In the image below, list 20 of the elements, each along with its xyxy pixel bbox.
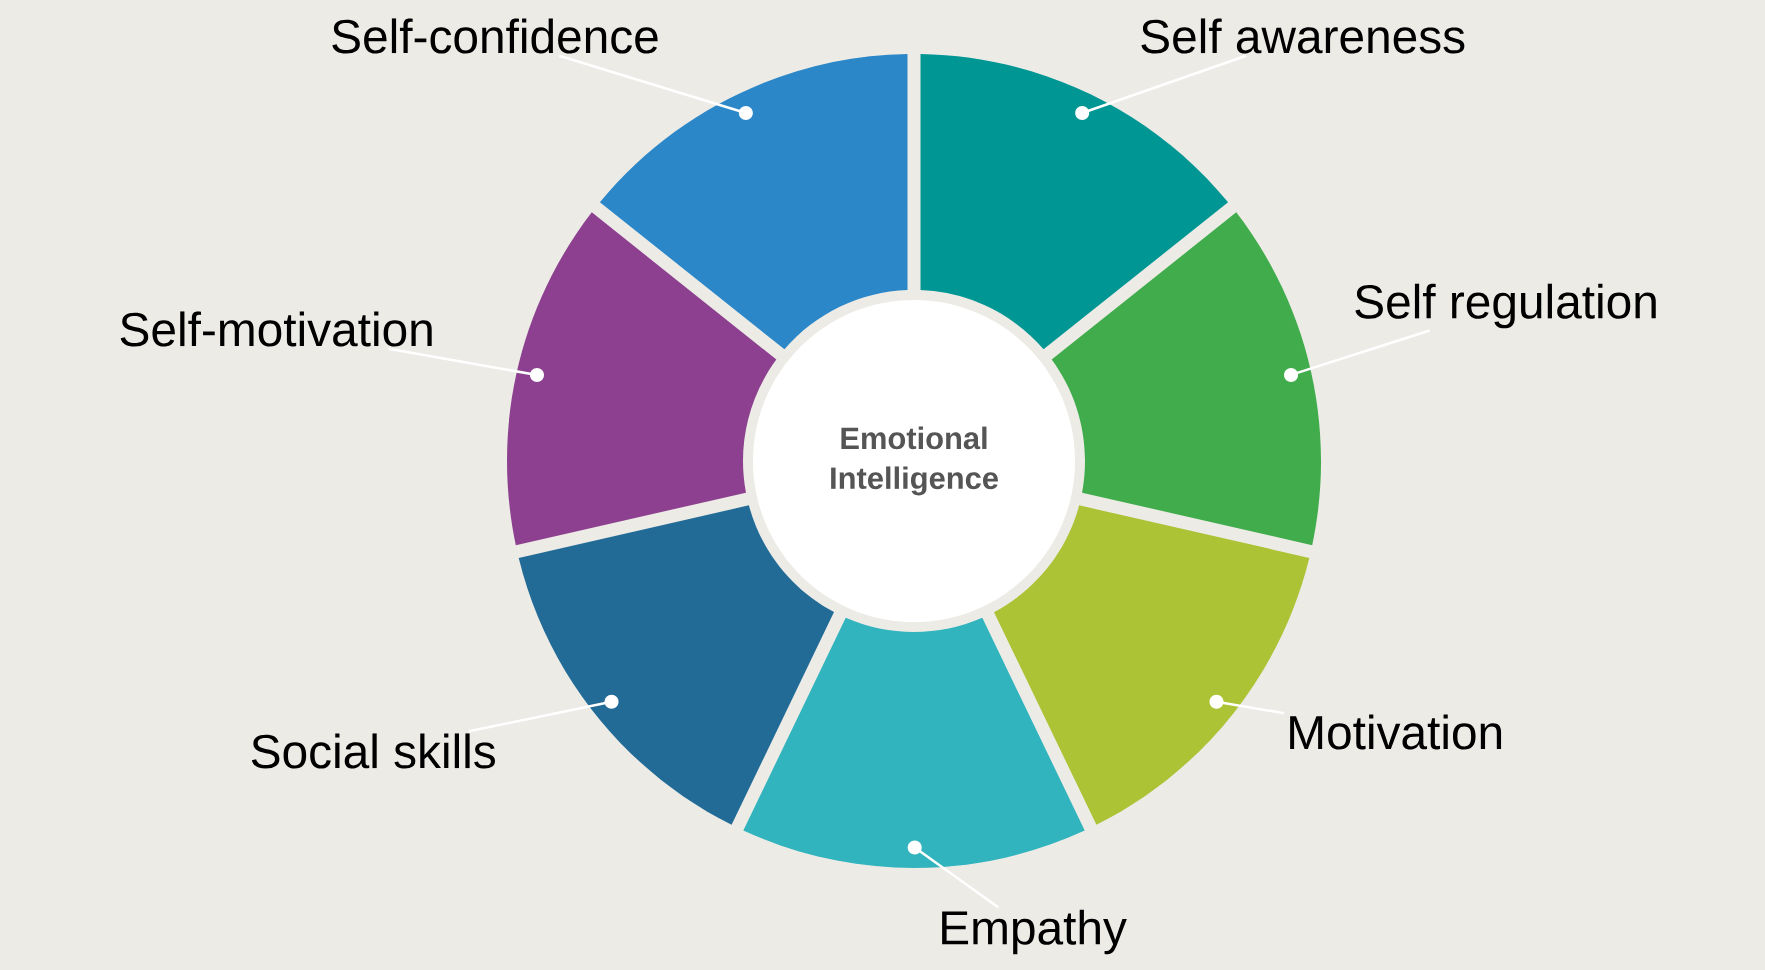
leader-line: [558, 54, 753, 120]
segment-label: Self awareness: [1141, 18, 1465, 54]
segment-label: Social skills: [251, 733, 495, 769]
segment-label: Empathy: [942, 909, 1127, 955]
segment-label: Self-motivation: [120, 311, 432, 347]
leader-line: [1284, 329, 1431, 382]
donut-segment: [518, 505, 834, 825]
leader-line: [1209, 694, 1285, 715]
leader-line: [388, 347, 544, 382]
segment-label: Self regulation: [1355, 283, 1656, 329]
donut-segment: [507, 212, 777, 546]
donut-segment: [743, 617, 1085, 868]
leader-line: [1075, 54, 1247, 120]
leader-line: [468, 694, 619, 733]
segment-label: Self-confidence: [332, 18, 658, 54]
donut-segment: [1051, 212, 1321, 546]
donut-segment: [920, 54, 1229, 350]
segment-label: Motivation: [1290, 714, 1502, 750]
leader-line: [907, 840, 1000, 909]
donut-segment: [599, 54, 908, 350]
